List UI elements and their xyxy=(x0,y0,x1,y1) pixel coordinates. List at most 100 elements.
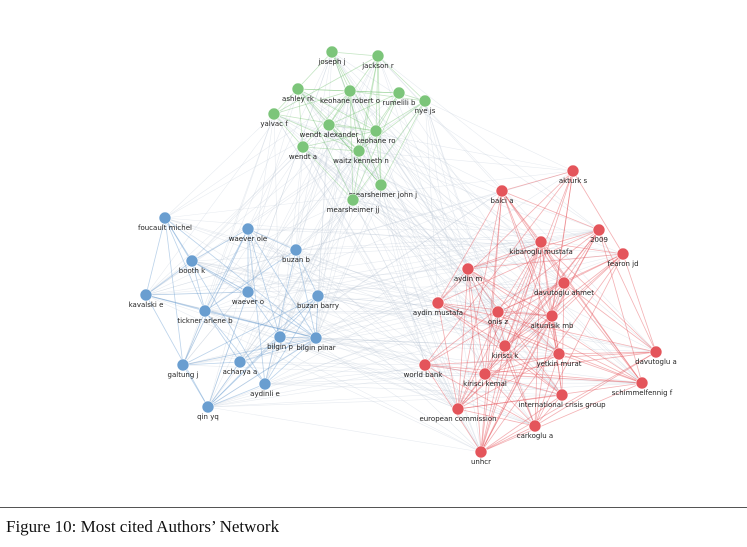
node-circle[interactable] xyxy=(309,331,323,345)
node-circle[interactable] xyxy=(451,402,465,416)
node-onis-z[interactable]: onis z xyxy=(488,305,509,326)
node-circle[interactable] xyxy=(431,296,445,310)
node-circle[interactable] xyxy=(185,254,199,268)
node-bilgin-p[interactable]: bilgin p xyxy=(267,330,293,351)
node-keohane-robert-o[interactable]: keohane robert o xyxy=(320,84,380,105)
edge xyxy=(297,88,354,201)
node-bilgin-pinar[interactable]: bilgin pinar xyxy=(296,331,336,352)
node-circle[interactable] xyxy=(616,247,630,261)
node-nye-js[interactable]: nye js xyxy=(415,94,436,115)
node-circle[interactable] xyxy=(552,347,566,361)
edge xyxy=(437,302,506,347)
node-international-crisis-group[interactable]: international crisis group xyxy=(518,388,606,409)
node-kavalski-e[interactable]: kavalski e xyxy=(129,288,164,309)
node-buzan-b[interactable]: buzan b xyxy=(282,243,311,264)
node-circle[interactable] xyxy=(273,330,287,344)
node-circle[interactable] xyxy=(498,339,512,353)
node-circle[interactable] xyxy=(555,388,569,402)
edge xyxy=(457,315,553,410)
node-circle[interactable] xyxy=(369,124,383,138)
node-circle[interactable] xyxy=(291,82,305,96)
node-waever-ole[interactable]: waever ole xyxy=(229,222,267,243)
node-carkoglu-a[interactable]: carkoglu a xyxy=(517,419,553,440)
node-schimmelfennig-f[interactable]: schimmelfennig f xyxy=(612,376,673,397)
node-circle[interactable] xyxy=(289,243,303,257)
node-kibaroglu-mustafa[interactable]: kibaroglu mustafa xyxy=(509,235,573,256)
node-aydin-mustafa[interactable]: aydin mustafa xyxy=(413,296,463,317)
node-circle[interactable] xyxy=(461,262,475,276)
node-kirisci-kemal[interactable]: kirisci kemal xyxy=(463,367,507,388)
node-circle[interactable] xyxy=(371,49,385,63)
node-circle[interactable] xyxy=(296,140,310,154)
node-aydin-m[interactable]: aydin m xyxy=(454,262,482,283)
node-rumelili-b[interactable]: rumelili b xyxy=(383,86,416,107)
node-circle[interactable] xyxy=(374,178,388,192)
node-balci-a[interactable]: balci a xyxy=(491,184,514,205)
node-circle[interactable] xyxy=(557,276,571,290)
edge xyxy=(191,260,249,293)
node-qin-yq[interactable]: qin yq xyxy=(197,400,219,421)
node-circle[interactable] xyxy=(478,367,492,381)
node-circle[interactable] xyxy=(325,45,339,59)
node-circle[interactable] xyxy=(158,211,172,225)
node-circle[interactable] xyxy=(346,193,360,207)
node-keohane-ro[interactable]: keohane ro xyxy=(356,124,396,145)
node-circle[interactable] xyxy=(545,309,559,323)
node-akturk-s[interactable]: akturk s xyxy=(559,164,588,185)
node-circle[interactable] xyxy=(491,305,505,319)
node-circle[interactable] xyxy=(241,222,255,236)
node-circle[interactable] xyxy=(418,94,432,108)
node-european-commission[interactable]: european commission xyxy=(419,402,497,423)
node-2009[interactable]: 2009 xyxy=(590,223,608,244)
node-mearsheimer-jj[interactable]: mearsheimer jj xyxy=(327,193,380,214)
node-fearon-jd[interactable]: fearon jd xyxy=(607,247,639,268)
node-circle[interactable] xyxy=(418,358,432,372)
node-circle[interactable] xyxy=(534,235,548,249)
node-unhcr[interactable]: unhcr xyxy=(471,445,491,466)
edge xyxy=(424,100,574,172)
node-circle[interactable] xyxy=(322,118,336,132)
node-booth-k[interactable]: booth k xyxy=(179,254,206,275)
node-davutoglu-ahmet[interactable]: davutoglu ahmet xyxy=(534,276,594,297)
node-circle[interactable] xyxy=(495,184,509,198)
node-galtung-j[interactable]: galtung j xyxy=(168,358,199,379)
node-kirisci-k[interactable]: kirisci k xyxy=(492,339,519,360)
node-mearsheimer-john-j[interactable]: mearsheimer john j xyxy=(349,178,417,199)
node-tickner-arlene-b[interactable]: tickner arlene b xyxy=(177,304,233,325)
node-circle[interactable] xyxy=(528,419,542,433)
node-circle[interactable] xyxy=(198,304,212,318)
node-circle[interactable] xyxy=(139,288,153,302)
edge xyxy=(480,345,506,453)
node-circle[interactable] xyxy=(311,289,325,303)
node-circle[interactable] xyxy=(635,376,649,390)
node-circle[interactable] xyxy=(566,164,580,178)
node-circle[interactable] xyxy=(241,285,255,299)
node-acharya-a[interactable]: acharya a xyxy=(223,355,258,376)
node-jackson-r[interactable]: jackson r xyxy=(361,49,394,70)
node-circle[interactable] xyxy=(343,84,357,98)
node-world-bank[interactable]: world bank xyxy=(404,358,444,379)
node-circle[interactable] xyxy=(392,86,406,100)
node-joseph-j[interactable]: joseph j xyxy=(317,45,346,66)
node-yetkin-murat[interactable]: yetkin murat xyxy=(536,347,582,368)
node-circle[interactable] xyxy=(474,445,488,459)
node-altunisik-mb[interactable]: altunisik mb xyxy=(531,309,574,330)
node-ashley-rk[interactable]: ashley rk xyxy=(282,82,315,103)
node-wendt-alexander[interactable]: wendt alexander xyxy=(300,118,359,139)
node-circle[interactable] xyxy=(201,400,215,414)
node-davutoglu-a[interactable]: davutoglu a xyxy=(635,345,677,366)
node-circle[interactable] xyxy=(592,223,606,237)
node-circle[interactable] xyxy=(258,377,272,391)
node-yalvac-f[interactable]: yalvac f xyxy=(260,107,288,128)
node-wendt-a[interactable]: wendt a xyxy=(289,140,317,161)
node-aydinli-e[interactable]: aydinli e xyxy=(250,377,280,398)
node-circle[interactable] xyxy=(267,107,281,121)
node-circle[interactable] xyxy=(649,345,663,359)
node-circle[interactable] xyxy=(233,355,247,369)
node-waever-o[interactable]: waever o xyxy=(232,285,264,306)
node-foucault-michel[interactable]: foucault michel xyxy=(138,211,192,232)
node-waitz-kenneth-n[interactable]: waitz kenneth n xyxy=(333,144,389,165)
node-buzan-barry[interactable]: buzan barry xyxy=(297,289,339,310)
node-circle[interactable] xyxy=(176,358,190,372)
node-circle[interactable] xyxy=(352,144,366,158)
